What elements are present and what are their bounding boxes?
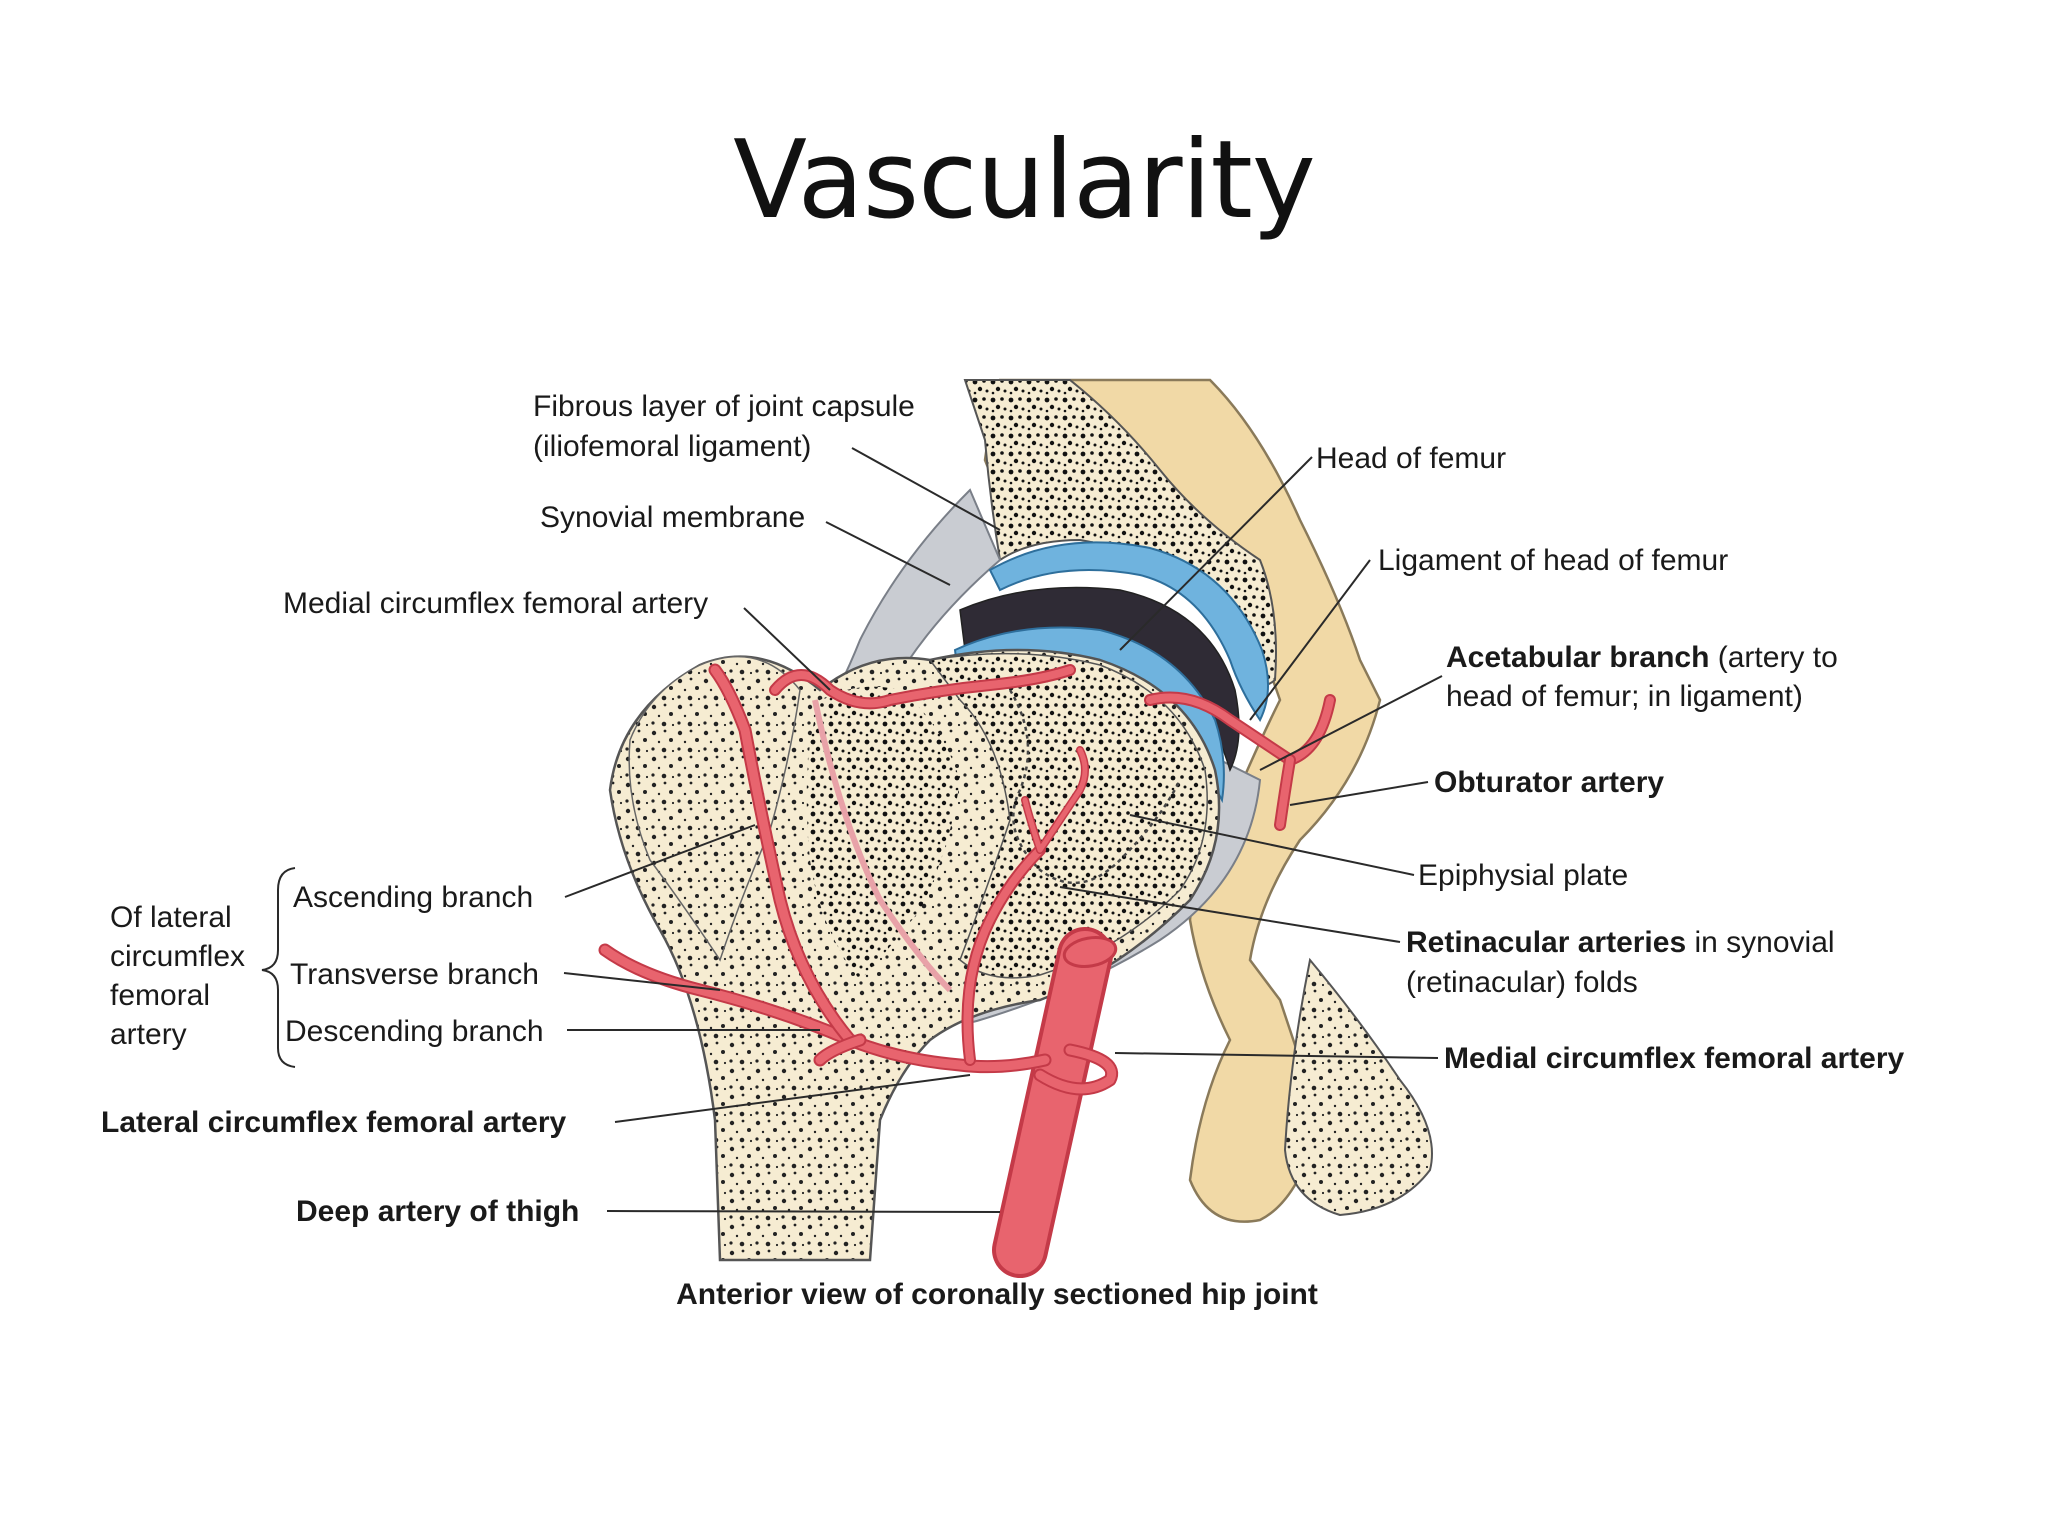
label-retinacular-arteries-line2: (retinacular) folds [1406,966,1638,999]
label-fibrous-layer-line1: Fibrous layer of joint capsule [533,390,915,423]
label-acetabular-branch: Acetabular branch (artery to [1446,641,1838,674]
trochanter-epiphysial-line [812,699,953,993]
deep-artery-opening [1062,935,1118,969]
epiphysial-plate [1008,689,1182,885]
label-deep-artery: Deep artery of thigh [296,1195,579,1228]
label-ligament-of-head: Ligament of head of femur [1378,544,1728,577]
label-retinacular-arteries: Retinacular arteries in synovial [1406,926,1835,959]
caption: Anterior view of coronally sectioned hip… [676,1278,1318,1311]
label-head-of-femur: Head of femur [1316,442,1506,475]
slide-title: Vascularity [733,118,1316,243]
label-fibrous-layer-line2: (iliofemoral ligament) [533,430,811,463]
femoral-neck-spongy [806,686,960,980]
label-group-line1: Of lateral [110,901,232,934]
leader-lines [261,447,1443,1213]
label-acetabular-branch-line2: head of femur; in ligament) [1446,680,1803,713]
arteries [598,663,1336,1278]
label-transverse-branch: Transverse branch [290,958,539,991]
acetabular-cartilage [988,541,1270,722]
label-lateral-circumflex: Lateral circumflex femoral artery [101,1106,567,1139]
label-medial-circumflex-bottom: Medial circumflex femoral artery [1444,1042,1905,1075]
deep-artery-of-thigh-fill [996,931,1109,1274]
label-epiphysial-plate: Epiphysial plate [1418,859,1628,892]
labels: Fibrous layer of joint capsule (iliofemo… [101,390,1905,1311]
label-obturator-artery: Obturator artery [1434,766,1664,799]
label-group-line4: artery [110,1018,187,1051]
label-synovial-membrane: Synovial membrane [540,501,805,534]
label-ascending-branch: Ascending branch [293,881,533,914]
label-medial-circumflex-top: Medial circumflex femoral artery [283,587,708,620]
label-group-line3: femoral [110,979,210,1012]
label-group-line2: circumflex [110,940,245,973]
label-descending-branch: Descending branch [285,1015,544,1048]
greater-trochanter [628,655,801,962]
